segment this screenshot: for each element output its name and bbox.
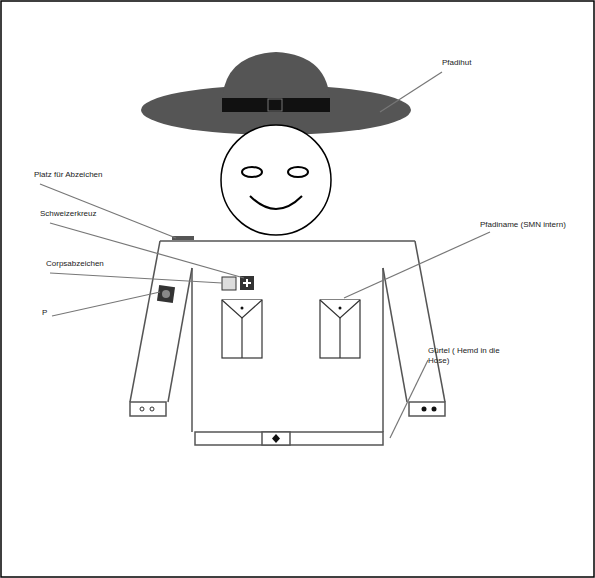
p-badge-mark — [162, 290, 170, 298]
belt-buckle — [272, 434, 280, 443]
swiss-cross-badge — [240, 276, 254, 290]
hat-buckle — [268, 99, 282, 111]
hat-band — [222, 98, 330, 112]
smile — [250, 196, 302, 209]
part-label: Corpsabzeichen — [46, 259, 136, 269]
button — [150, 407, 154, 411]
part-label: P — [42, 308, 62, 318]
p-badge — [157, 285, 175, 303]
part-label: Platz für Abzeichen — [34, 170, 144, 180]
part-label: Pfadihut — [442, 58, 522, 68]
button — [140, 407, 144, 411]
button — [422, 407, 427, 412]
button — [432, 407, 437, 412]
leader-lines — [40, 72, 490, 438]
corps-badge — [222, 277, 236, 290]
pocket-button — [339, 307, 342, 310]
part-label: Schweizerkreuz — [40, 209, 130, 219]
pocket-button — [241, 307, 244, 310]
part-label: Gürtel ( Hemd in die Hose) — [428, 346, 523, 366]
face — [221, 125, 331, 235]
pocket — [222, 300, 360, 358]
part-label: Pfadiname (SMN intern) — [480, 220, 590, 230]
eye — [242, 167, 262, 177]
swiss-cross — [243, 279, 251, 287]
shirt — [130, 241, 445, 445]
eye — [288, 167, 308, 177]
hat-crown — [222, 52, 330, 105]
